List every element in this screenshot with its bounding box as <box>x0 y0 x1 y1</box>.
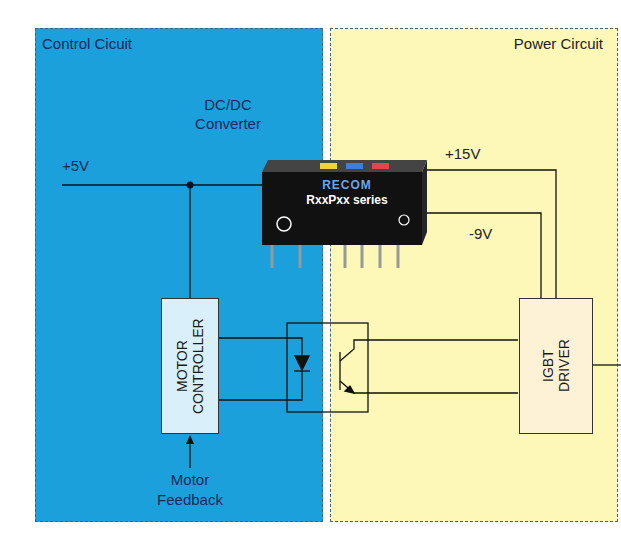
optocoupler-symbol <box>218 323 518 412</box>
region-title: Power Circuit <box>514 35 603 53</box>
supply-wire <box>62 184 190 185</box>
controller-box: MOTOR CONTROLLER <box>161 298 219 434</box>
dcdc-module: DC/DC ConverterRECOMRxxPxx series <box>262 160 427 245</box>
box-label: IGBT DRIVER <box>540 331 572 401</box>
voltage-label: +5V <box>62 157 89 175</box>
module-pins <box>272 245 398 268</box>
box-label: MOTOR CONTROLLER <box>174 305 206 427</box>
output-wire <box>592 364 621 365</box>
region-title: Control Cicuit <box>42 35 132 53</box>
voltage-label: -9V <box>469 225 492 243</box>
driver-box: IGBT DRIVER <box>519 298 593 434</box>
module-text: RECOM <box>292 178 402 192</box>
supply-connector <box>427 213 541 298</box>
power-region: Power CircuitIGBT DRIVER <box>330 28 618 522</box>
module-text: DC/DC Converter <box>180 96 276 134</box>
supply-connector <box>427 170 556 298</box>
module-text: RxxPxx series <box>282 193 412 207</box>
supply-connector <box>190 185 262 298</box>
voltage-label: +15V <box>445 145 480 163</box>
signal-label: Motor Feedback <box>145 470 235 509</box>
feedback-arrow <box>189 436 190 468</box>
control-region: Control CicuitMOTOR CONTROLLER <box>35 28 323 522</box>
